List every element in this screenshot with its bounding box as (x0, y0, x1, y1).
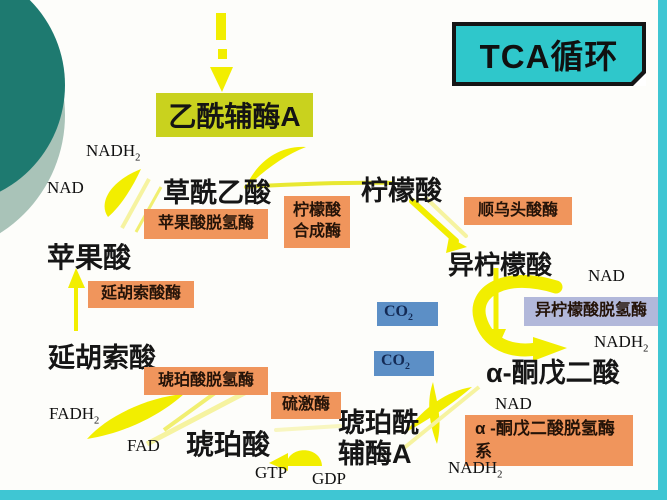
cofactor-nadh2-akg: NADH2 (448, 458, 503, 481)
co2-lower-sub: 2 (405, 361, 410, 373)
enzyme-citrate-synthase: 柠檬酸 合成酶 (284, 196, 350, 248)
enzyme-thiokinase: 硫激酶 (271, 392, 341, 419)
enzyme-alpha-kg-dehydrogenase-line1: α -酮戊二酸脱氢酶 (475, 419, 615, 439)
co2-upper-text: CO (384, 303, 408, 320)
edge-strip-bottom (0, 490, 667, 500)
node-acetyl-coa: 乙酰辅酶A (156, 93, 313, 137)
co2-upper-sub: 2 (408, 312, 413, 324)
co2-box-upper: CO2 (377, 302, 438, 326)
node-succinate: 琥珀酸 (186, 429, 271, 460)
enzyme-alpha-kg-dehydrogenase: α -酮戊二酸脱氢酶 系 (465, 415, 633, 466)
node-oxaloacetate: 草酰乙酸 (163, 178, 271, 208)
node-alpha-ketoglutarate: α-酮戊二酸 (486, 358, 620, 388)
node-succinyl-coa-line2: 辅酶A (338, 439, 412, 469)
enzyme-citrate-synthase-line1: 柠檬酸 (292, 202, 341, 220)
enzyme-aconitase: 顺乌头酸酶 (464, 197, 572, 225)
arrow-input-to-acetylcoa (210, 13, 233, 92)
cofactor-gdp: GDP (312, 469, 347, 488)
arrow-fumarate-to-malate (68, 268, 85, 331)
co2-lower-text: CO (381, 352, 405, 369)
cofactor-nad-akg: NAD (495, 394, 532, 413)
node-succinyl-coa-line1: 琥珀酰 (338, 408, 419, 438)
cofactor-fad: FAD (127, 436, 160, 455)
cofactor-nad-malate: NAD (47, 178, 84, 197)
node-malate: 苹果酸 (47, 242, 132, 273)
enzyme-fumarase: 延胡索酸酶 (88, 281, 194, 308)
node-fumarate: 延胡索酸 (48, 343, 156, 373)
cofactor-nad-isocitrate: NAD (588, 266, 625, 285)
cofactor-nadh2-malate: NADH2 (86, 141, 141, 164)
cofactor-fadh2: FADH2 (49, 404, 100, 427)
co2-box-lower: CO2 (374, 351, 434, 376)
cofactor-nadh2-isocitrate: NADH2 (594, 332, 649, 355)
title-box: TCA循环 (452, 22, 646, 86)
enzyme-citrate-synthase-line2: 合成酶 (292, 223, 341, 240)
cofactor-gtp: GTP (255, 463, 288, 482)
edge-strip-right (658, 0, 667, 500)
enzyme-isocitrate-dehydrogenase: 异柠檬酸脱氢酶 (524, 297, 658, 326)
node-citrate: 柠檬酸 (361, 176, 442, 206)
node-succinyl-coa: 琥珀酰 辅酶A (338, 408, 419, 470)
enzyme-malate-dehydrogenase: 苹果酸脱氢酶 (144, 209, 268, 239)
enzyme-succinate-dehydrogenase: 琥珀酸脱氢酶 (144, 367, 268, 395)
node-isocitrate: 异柠檬酸 (448, 250, 553, 280)
title-corner-fold-white (633, 73, 646, 86)
slide-title: TCA循环 (479, 38, 619, 75)
